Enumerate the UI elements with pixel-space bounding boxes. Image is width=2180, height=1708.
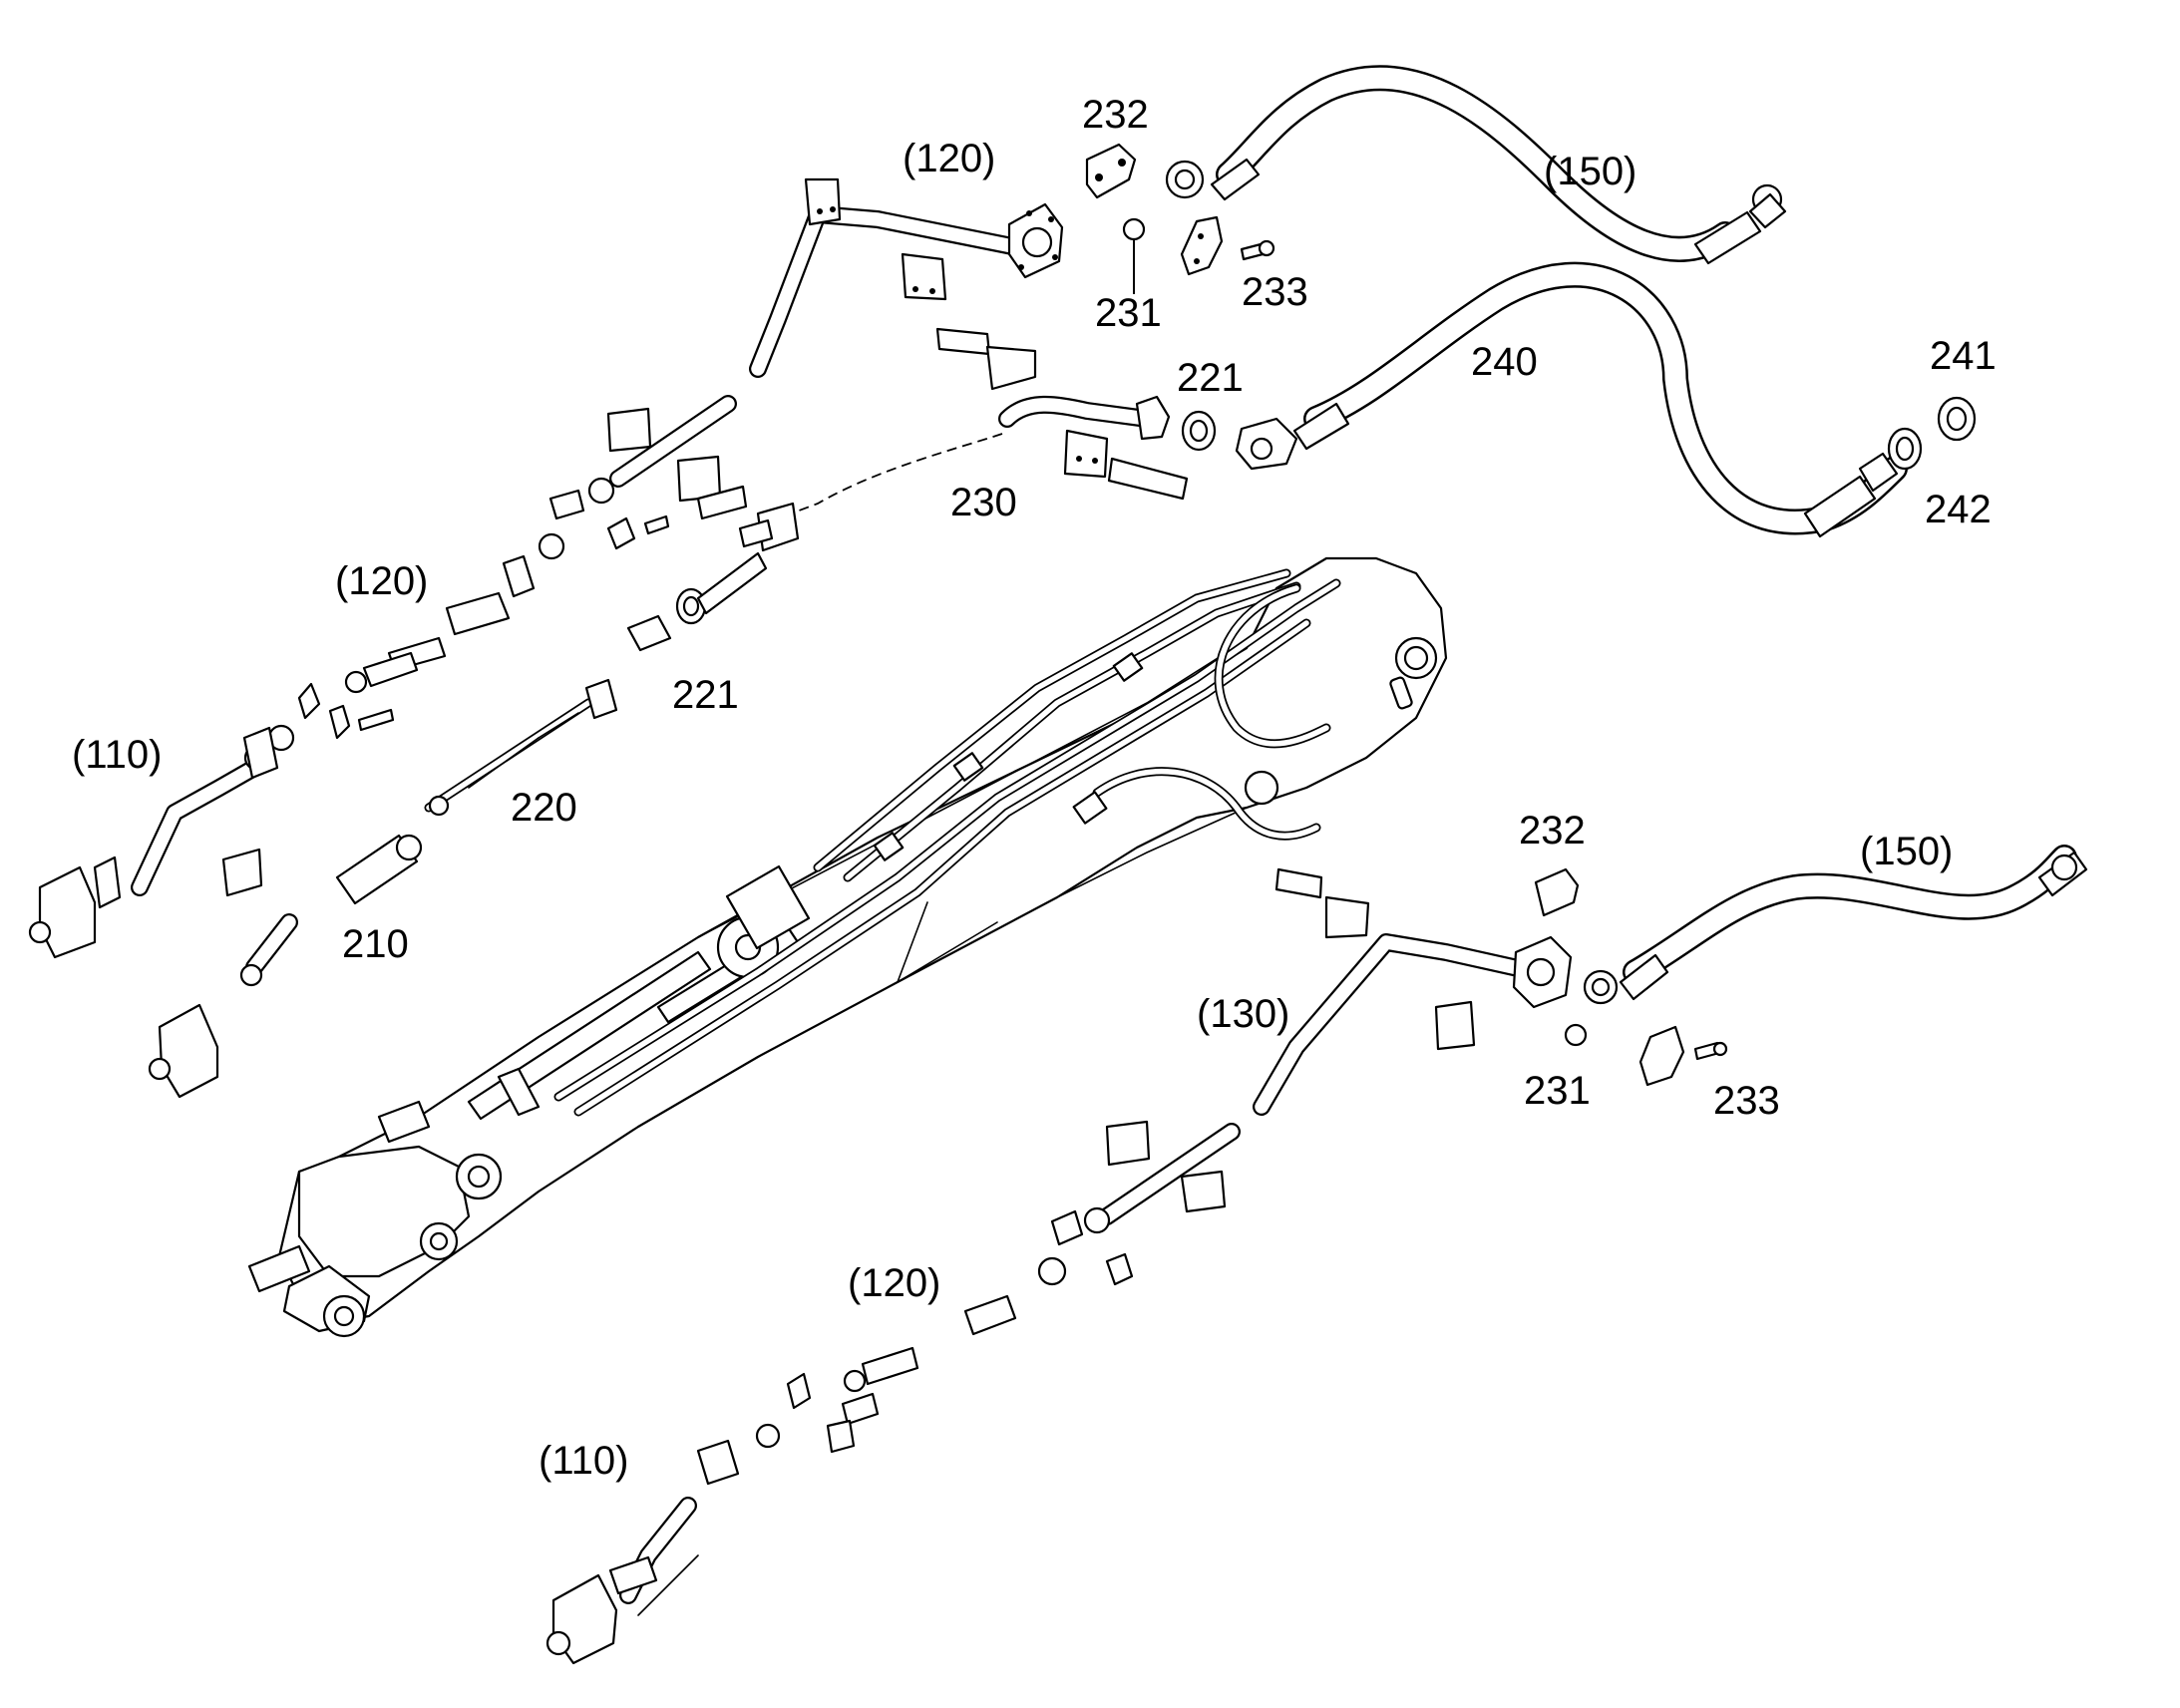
dashed-connection [777,433,1003,519]
label-120-lower: (120) [848,1261,940,1305]
label-221-left: 221 [672,673,739,717]
flange-kit-lower [1534,867,1728,1087]
label-232-lower: 232 [1519,809,1586,853]
left-upper-parts [28,395,800,1099]
label-110-lower: (110) [539,1439,628,1483]
label-150-upper: (150) [1544,150,1636,193]
label-110-left: (110) [72,733,162,777]
label-231-lower: 231 [1524,1069,1591,1113]
clamp-plate [804,177,842,226]
boom-cylinder [467,864,811,1121]
hose-150-lower [1583,845,2088,1005]
label-130: (130) [1197,992,1289,1036]
boom-foot-pin [1244,770,1279,806]
valve-block-lower [158,1003,219,1099]
pipe-120-upper [749,177,1064,378]
label-120-left: (120) [335,559,428,603]
label-240: 240 [1471,340,1538,384]
fittings-241-242 [1887,396,1977,471]
label-241: 241 [1930,334,1997,378]
pipe-130 [1253,867,1573,1116]
label-233-lower: 233 [1713,1079,1780,1123]
hose-150-upper [1165,65,1787,265]
split-flange-half [1085,143,1137,199]
hose-240 [1235,261,1908,538]
label-242: 242 [1925,488,1992,531]
label-210: 210 [342,922,409,966]
label-233-upper: 233 [1242,270,1308,314]
boom-foot-bracket [247,1100,503,1338]
label-230: 230 [950,481,1017,524]
boom-assembly [247,556,1448,1338]
label-221-upper: 221 [1177,356,1244,400]
callout-labels: 232 (120) (150) 231 233 221 240 241 242 … [72,93,1997,1483]
pipe-230 [935,327,1189,501]
label-232-upper: 232 [1082,93,1149,137]
flange-kit-upper [1085,143,1275,294]
label-150-lower: (150) [1860,830,1953,873]
fitting-221-upper [1181,410,1217,452]
lower-center-parts [545,1120,1241,1665]
valve-block [38,865,97,959]
label-231-upper: 231 [1095,291,1162,335]
label-120-upper: (120) [903,137,995,180]
o-ring [1122,217,1146,241]
label-220: 220 [511,786,577,830]
